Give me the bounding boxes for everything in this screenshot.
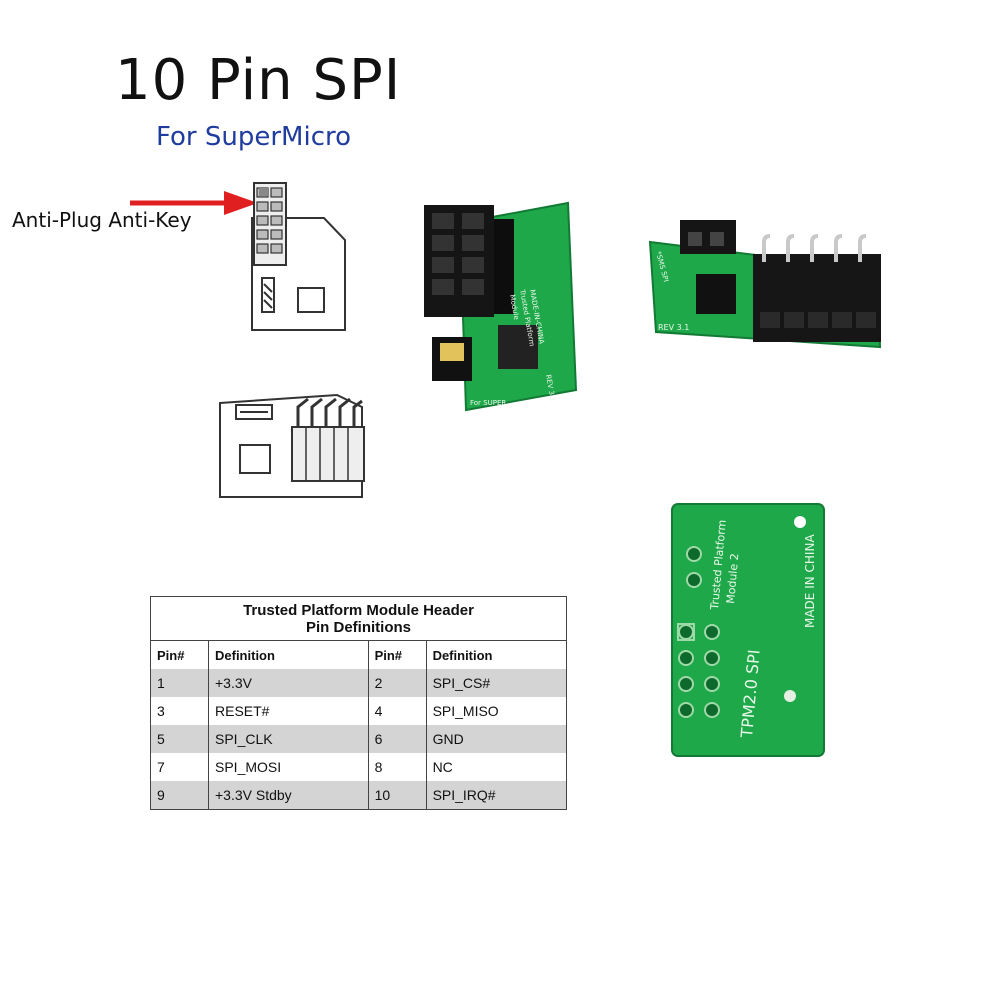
table-cell: +3.3V Stdby (208, 781, 369, 809)
table-cell: SPI_CLK (208, 725, 369, 753)
page-subtitle: For SuperMicro (156, 122, 352, 152)
table-title: Trusted Platform Module Header Pin Defin… (151, 597, 566, 641)
table-cell: 7 (151, 753, 209, 781)
table-title-line2: Pin Definitions (306, 619, 411, 636)
board3-made: MADE IN CHINA (803, 534, 817, 628)
table-row: 7 SPI_MOSI 8 NC (151, 753, 566, 781)
table-row: 1 +3.3V 2 SPI_CS# (151, 669, 566, 697)
table-row: 5 SPI_CLK 6 GND (151, 725, 566, 753)
table-cell: SPI_MOSI (208, 753, 369, 781)
table-cell: 8 (368, 753, 427, 781)
table-cell: GND (426, 725, 566, 753)
header-definition-1: Definition (208, 641, 369, 669)
table-cell: NC (432, 759, 453, 775)
table-title-line1: Trusted Platform Module Header (243, 602, 474, 619)
arrow-icon (130, 191, 258, 215)
table-cell: 6 (368, 725, 427, 753)
module-drawing-top (251, 182, 346, 331)
table-cell: 5 (151, 725, 209, 753)
anti-key-label: Anti-Plug Anti-Key (12, 208, 192, 232)
table-cell: 4 (368, 697, 427, 725)
board3-label-2: Module 2 (724, 553, 741, 604)
table-cell: +3.3V (208, 669, 369, 697)
table-cell: 3 (151, 697, 209, 725)
table-cell: SPI_CS# (426, 669, 566, 697)
tpm-board-photo-3: Trusted Platform Module 2 TPM2.0 SPI MAD… (671, 503, 825, 757)
tpm-board-photo-1: MADE-IN-CHINA Trusted Platform Module RE… (424, 201, 578, 412)
table-cell: 1 (151, 669, 209, 697)
page-title: 10 Pin SPI (115, 48, 402, 113)
table-cell: RESET# (208, 697, 369, 725)
table-cell: SPI_MISO (432, 703, 499, 719)
board2-rev: REV 3.1 (658, 323, 689, 332)
table-cell: SPI_IRQ# (426, 781, 566, 809)
module-drawing-bottom (219, 393, 365, 498)
table-cell: 2 (368, 669, 427, 697)
header-definition-2: Definition (432, 647, 493, 663)
table-row: 9 +3.3V Stdby 10 SPI_IRQ# (151, 781, 566, 809)
header-pin-1: Pin# (151, 641, 209, 669)
table-cell: 9 (151, 781, 209, 809)
header-pin-2: Pin# (368, 641, 427, 669)
table-row: 3 RESET# 4 SPI_MISO (151, 697, 566, 725)
pin-definitions-table: Trusted Platform Module Header Pin Defin… (150, 596, 567, 810)
tpm-board-photo-2: REV 3.1 *SMS SPI (648, 220, 882, 349)
table-header-row: Pin# Definition Pin# Definition (151, 641, 566, 669)
table-cell: 10 (368, 781, 427, 809)
board1-for: For SUPER (470, 399, 506, 407)
